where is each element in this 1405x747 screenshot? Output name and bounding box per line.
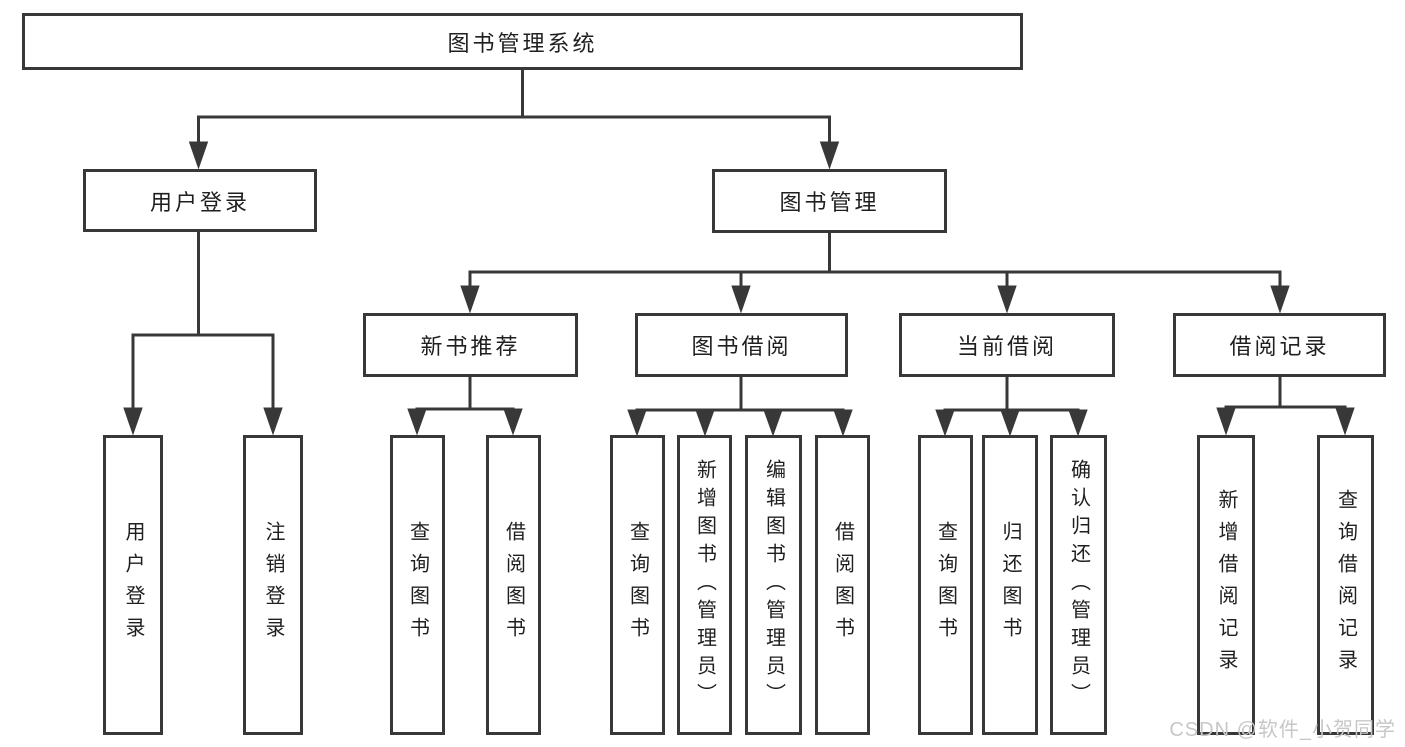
leaf-cb-confirm-return-admin: 确认归还（管理员） (1050, 435, 1107, 735)
leaf-logout-label: 注销登录 (262, 521, 284, 649)
leaf-bb-borrow-book: 借阅图书 (815, 435, 870, 735)
leaf-bb-add-book-admin-label: 新增图书（管理员） (693, 459, 716, 711)
leaf-cb-confirm-return-admin-label: 确认归还（管理员） (1067, 459, 1090, 711)
node-book-mgmt: 图书管理 (712, 169, 947, 233)
node-new-books: 新书推荐 (363, 313, 578, 377)
node-root-system-label: 图书管理系统 (447, 30, 598, 56)
node-current-borrow-label: 当前借阅 (956, 334, 1057, 359)
edge-new-books-to-children (407, 375, 523, 436)
leaf-bb-query-book: 查询图书 (610, 435, 665, 735)
leaf-login-user: 用户登录 (103, 435, 163, 735)
leaf-br-add-record: 新增借阅记录 (1197, 435, 1255, 735)
leaf-cb-query-book: 查询图书 (918, 435, 973, 735)
leaf-bb-borrow-book-label: 借阅图书 (831, 521, 854, 649)
leaf-bb-edit-book-admin: 编辑图书（管理员） (745, 435, 802, 735)
leaf-login-user-label: 用户登录 (122, 521, 144, 649)
node-user-login-label: 用户登录 (149, 189, 250, 215)
edge-user-login-to-children (123, 230, 283, 436)
leaf-bb-edit-book-admin-label: 编辑图书（管理员） (762, 459, 785, 711)
leaf-br-query-record: 查询借阅记录 (1317, 435, 1374, 735)
node-root-system: 图书管理系统 (22, 13, 1023, 70)
node-user-login: 用户登录 (83, 169, 317, 232)
node-borrow-records-label: 借阅记录 (1229, 334, 1330, 359)
node-book-borrow: 图书借阅 (635, 313, 848, 377)
leaf-bb-add-book-admin: 新增图书（管理员） (677, 435, 732, 735)
node-new-books-label: 新书推荐 (420, 334, 521, 359)
node-current-borrow: 当前借阅 (899, 313, 1115, 377)
leaf-new-borrow-book: 借阅图书 (486, 435, 541, 735)
edge-current-borrow-to-children (935, 375, 1088, 437)
leaf-new-query-book: 查询图书 (390, 435, 445, 735)
leaf-br-query-record-label: 查询借阅记录 (1334, 489, 1357, 681)
edge-borrow-records-to-children (1216, 375, 1355, 436)
edge-book-mgmt-to-level3 (460, 231, 1290, 314)
node-borrow-records: 借阅记录 (1173, 313, 1386, 377)
leaf-new-query-book-label: 查询图书 (406, 521, 429, 649)
node-book-borrow-label: 图书借阅 (691, 334, 792, 359)
edge-book-borrow-to-children (627, 375, 853, 437)
leaf-cb-query-book-label: 查询图书 (934, 521, 957, 649)
watermark-text: CSDN @软件_小贺同学 (1169, 719, 1396, 741)
leaf-br-add-record-label: 新增借阅记录 (1215, 489, 1237, 681)
leaf-bb-query-book-label: 查询图书 (626, 521, 649, 649)
leaf-new-borrow-book-label: 借阅图书 (502, 521, 525, 649)
node-book-mgmt-label: 图书管理 (779, 190, 880, 215)
edge-root-to-level2 (188, 68, 840, 170)
leaf-cb-return-book-label: 归还图书 (999, 521, 1021, 649)
leaf-cb-return-book: 归还图书 (982, 435, 1038, 735)
leaf-logout: 注销登录 (243, 435, 303, 735)
